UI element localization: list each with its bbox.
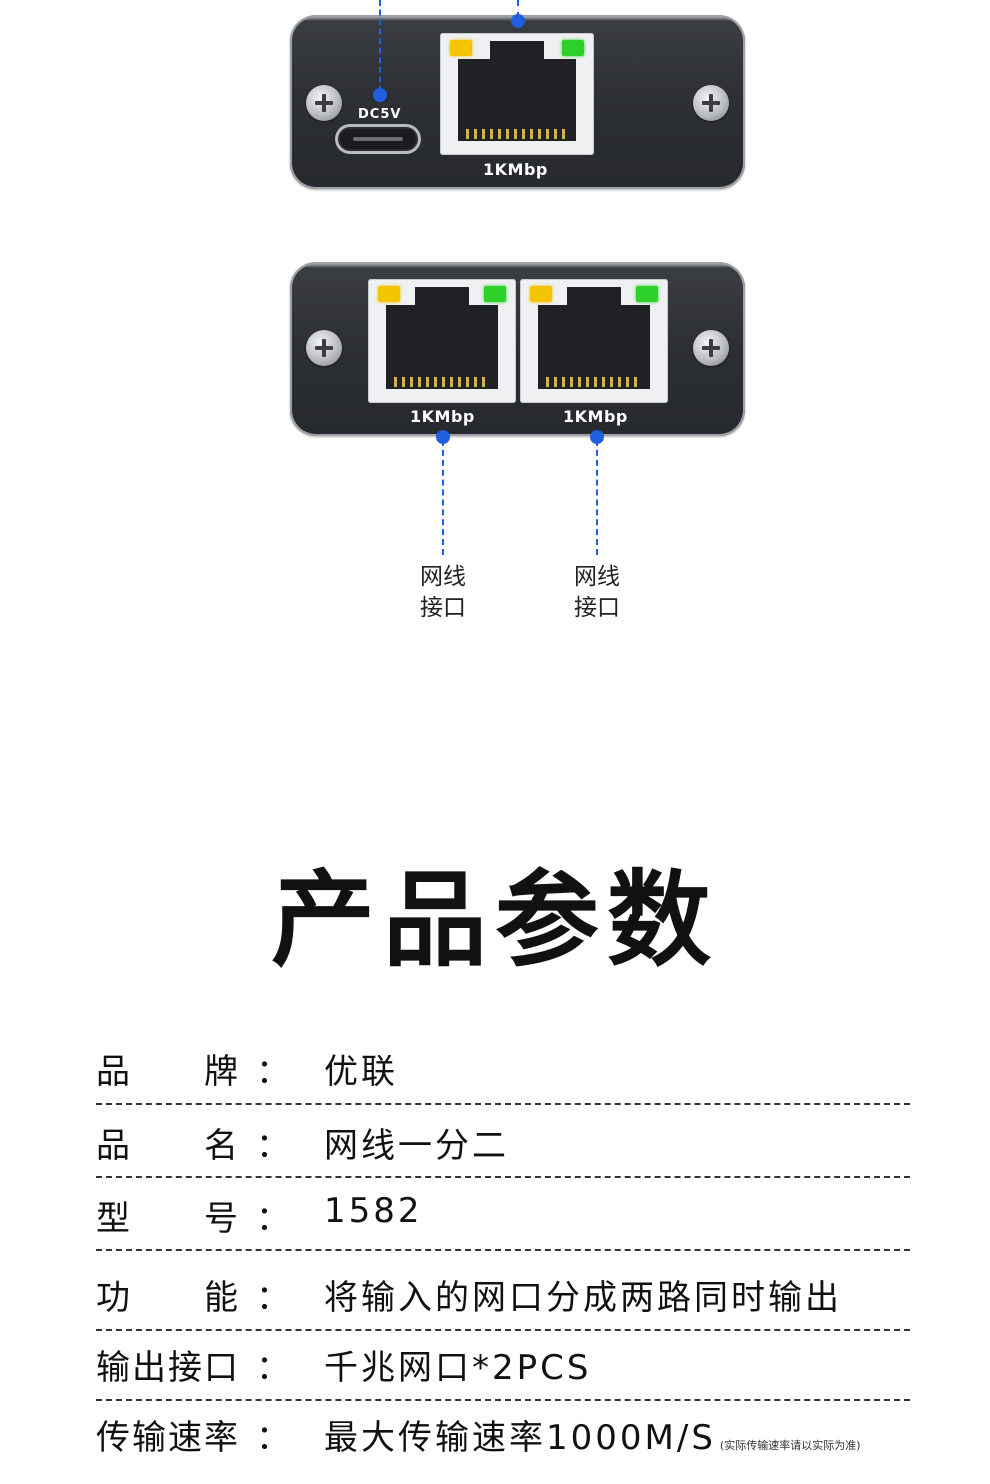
callout-port-1-text: 网线 接口 [420, 564, 466, 621]
spec-colon: ： [256, 1052, 290, 1092]
leader-line-input [517, 0, 519, 18]
callout-port-1: 网线 接口 [403, 562, 483, 624]
spec-label: 品 牌 [96, 1052, 240, 1092]
spec-row-model: 型 号 ： 1582 [96, 1191, 910, 1265]
led-yellow-icon [530, 286, 552, 302]
spec-row-function: 功 能 ： 将输入的网口分成两路同时输出 [96, 1270, 910, 1344]
leader-dot-port-1 [436, 430, 450, 444]
led-green-icon [562, 40, 584, 56]
spec-value: 网线一分二 [324, 1126, 509, 1166]
spec-value: 最大传输速率1000M/S(实际传输速率请以实际为准) [324, 1410, 861, 1459]
screw-left-icon [306, 85, 342, 121]
port-1-speed-label: 1KMbp [410, 407, 475, 426]
led-green-icon [484, 286, 506, 302]
spec-colon: ： [256, 1126, 290, 1166]
leader-dot-input [511, 14, 525, 28]
port-2-speed-label: 1KMbp [563, 407, 628, 426]
spec-value: 将输入的网口分成两路同时输出 [324, 1278, 842, 1318]
spec-value: 优联 [324, 1052, 398, 1092]
spec-row-product-name: 品 名 ： 网线一分二 [96, 1118, 910, 1192]
spec-colon: ： [256, 1278, 290, 1318]
row-divider [96, 1399, 910, 1401]
spec-label: 品 名 [96, 1126, 240, 1166]
screw-right-icon [693, 330, 729, 366]
rj45-port-icon [440, 33, 594, 155]
led-yellow-icon [378, 286, 400, 302]
leader-dot-port-2 [590, 430, 604, 444]
led-green-icon [636, 286, 658, 302]
port-speed-label: 1KMbp [483, 160, 548, 179]
callout-port-2: 网线 接口 [557, 562, 637, 624]
spec-label: 型 号 [96, 1199, 240, 1239]
spec-value-text: 最大传输速率1000M/S [324, 1418, 716, 1458]
spec-label: 输出接口 [96, 1348, 240, 1388]
spec-row-transfer-rate: 传输速率 ： 最大传输速率1000M/S(实际传输速率请以实际为准) [96, 1410, 910, 1484]
splitter-output-side: 1KMbp 1KMbp [290, 262, 745, 436]
screw-left-icon [306, 330, 342, 366]
spec-note: (实际传输速率请以实际为准) [719, 1439, 861, 1452]
led-yellow-icon [450, 40, 472, 56]
spec-row-output-ports: 输出接口 ： 千兆网口*2PCS [96, 1340, 910, 1414]
row-divider [96, 1103, 910, 1105]
rj45-port-1-icon [368, 279, 516, 403]
screw-right-icon [693, 85, 729, 121]
rj45-port-2-icon [520, 279, 668, 403]
splitter-input-side: DC5V 1KMbp [290, 15, 745, 189]
spec-value: 千兆网口*2PCS [324, 1348, 592, 1388]
row-divider [96, 1176, 910, 1178]
callout-port-2-text: 网线 接口 [574, 564, 620, 621]
leader-line-power [379, 0, 381, 92]
spec-row-brand: 品 牌 ： 优联 [96, 1044, 910, 1118]
spec-colon: ： [256, 1199, 290, 1239]
spec-value: 1582 [324, 1191, 423, 1231]
leader-line-port-2 [596, 440, 598, 555]
row-divider [96, 1249, 910, 1251]
spec-colon: ： [256, 1348, 290, 1388]
usb-c-port-icon [335, 124, 421, 154]
power-label: DC5V [358, 107, 402, 122]
spec-colon: ： [256, 1418, 290, 1458]
spec-label: 功 能 [96, 1278, 240, 1318]
row-divider [96, 1329, 910, 1331]
spec-label: 传输速率 [96, 1418, 240, 1458]
leader-dot-power [373, 88, 387, 102]
leader-line-port-1 [442, 440, 444, 555]
section-title: 产品参数 [270, 859, 719, 981]
